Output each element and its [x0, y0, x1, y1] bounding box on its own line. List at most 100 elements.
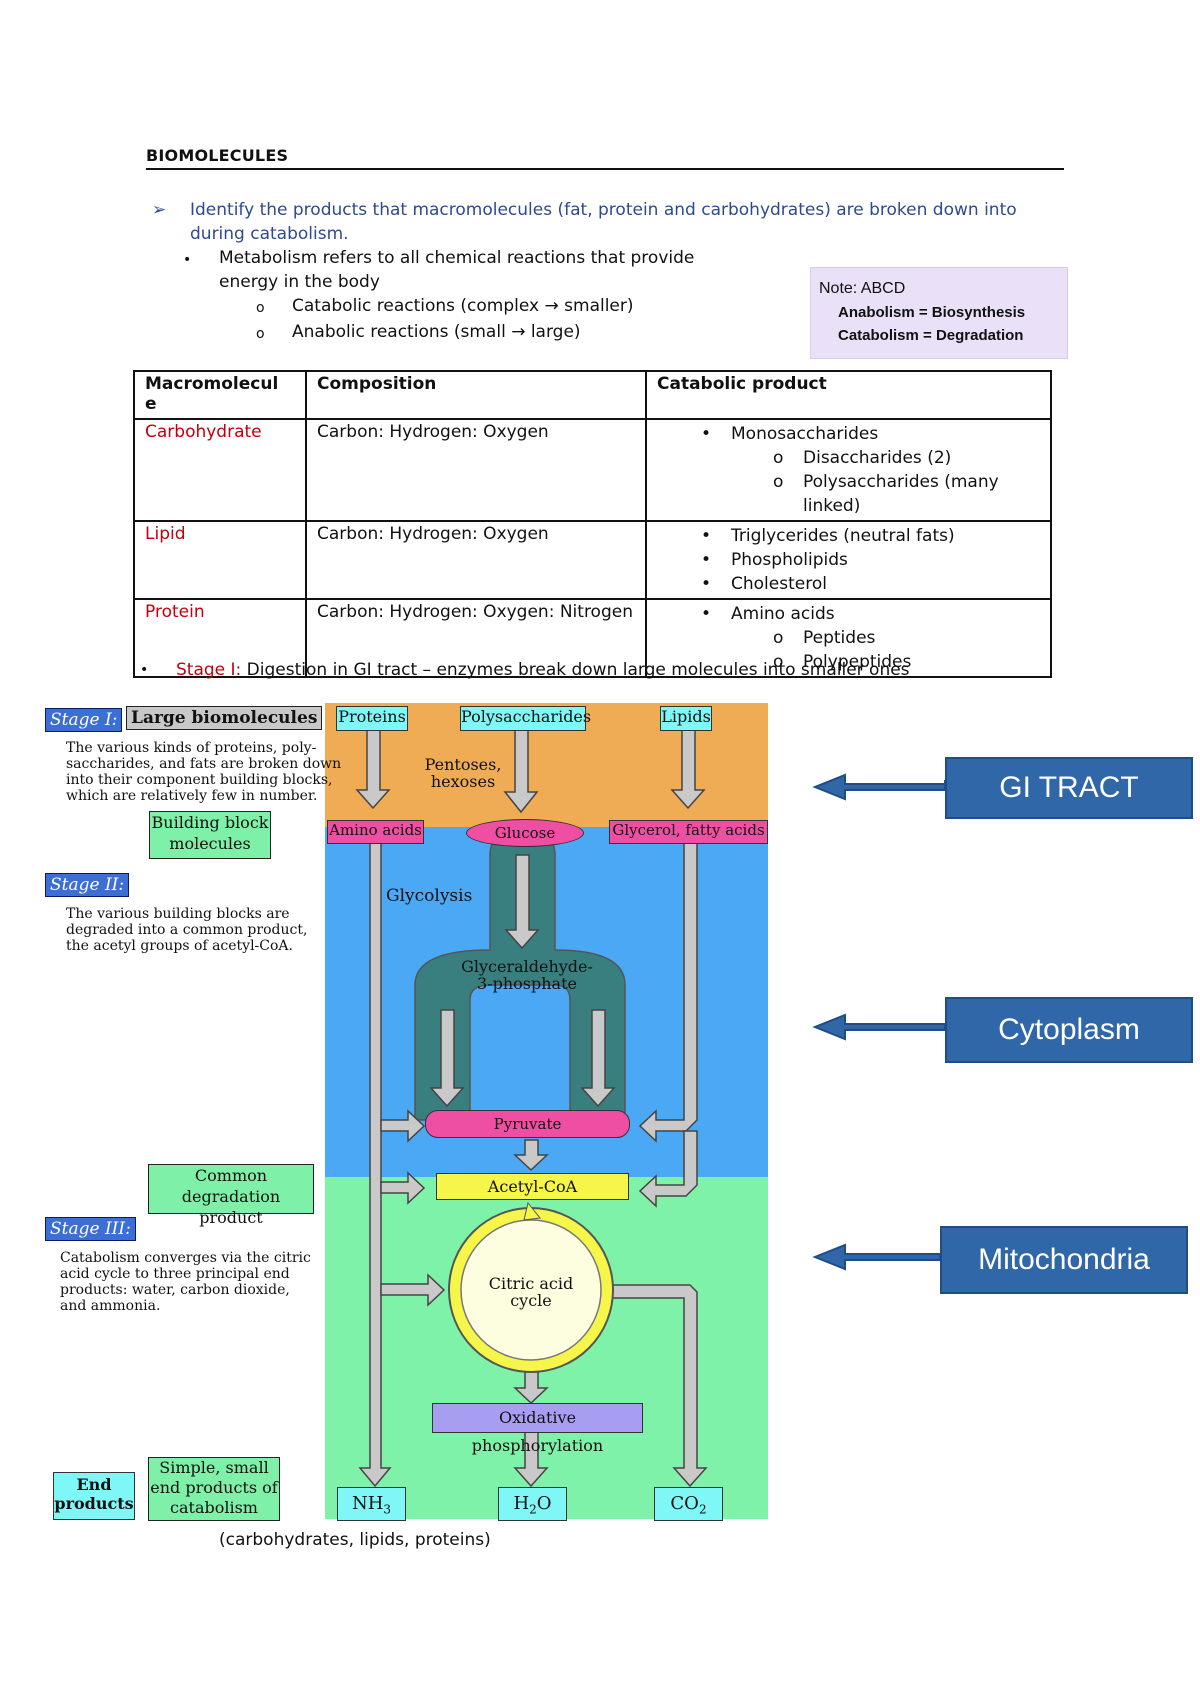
list-item: • Amino acids — [657, 602, 1040, 626]
label-line: Pentoses, — [424, 755, 502, 774]
desc-line: The various kinds of proteins, poly- — [66, 740, 317, 756]
stage-one-description: The various kinds of proteins, poly- sac… — [66, 740, 341, 804]
list-item: • Cholesterol — [657, 572, 1040, 596]
box-line: End — [76, 1475, 112, 1494]
bullet-icon: • — [183, 252, 192, 268]
desc-line: into their component building blocks, — [66, 772, 333, 788]
large-biomolecules-label: Large biomolecules — [126, 706, 323, 730]
table-row: Protein Carbon: Hydrogen: Oxygen: Nitrog… — [133, 598, 1052, 678]
row-name: Protein — [133, 598, 307, 678]
anabolic-item: o Anabolic reactions (small → large) — [256, 320, 581, 344]
product-text: Polysaccharides (many linked) — [803, 472, 999, 516]
product-text: Amino acids — [731, 604, 835, 624]
table-header-row: Macromolecul e Composition Catabolic pro… — [133, 370, 1052, 420]
citric-cycle-label: Citric acid cycle — [481, 1275, 581, 1309]
box-line: Building block — [151, 813, 269, 832]
glycolysis-label: Glycolysis — [386, 886, 473, 906]
common-degradation-box: Common degradation product — [148, 1164, 314, 1227]
product-text: Phospholipids — [731, 550, 848, 570]
stage-one-badge: Stage I: — [45, 708, 123, 732]
objective: ➢ Identify the products that macromolecu… — [152, 198, 1056, 246]
stage-two-description: The various building blocks are degraded… — [66, 906, 307, 954]
stage-three-description: Catabolism converges via the citric acid… — [60, 1250, 311, 1314]
amino-acids-box: Amino acids — [327, 820, 424, 844]
end-products-box: End products — [53, 1472, 135, 1520]
pentoses-label: Pentoses, hexoses — [418, 756, 508, 790]
list-item: • Triglycerides (neutral fats) — [657, 524, 1040, 548]
glucose-box: Glucose — [466, 819, 584, 847]
bullet-icon: • — [701, 604, 712, 624]
catabolic-text: Catabolic reactions (complex → smaller) — [292, 296, 634, 316]
product-text: Cholesterol — [731, 574, 827, 594]
circle-bullet-icon: o — [256, 300, 265, 316]
heading-rule — [146, 168, 1064, 170]
list-item: o Polysaccharides (many linked) — [657, 470, 1040, 518]
desc-line: The various building blocks are — [66, 906, 290, 922]
bullet-icon: • — [701, 526, 712, 546]
proteins-box: Proteins — [336, 706, 408, 731]
circle-bullet-icon: o — [773, 628, 784, 648]
header-macromolecule: Macromolecul e — [133, 370, 307, 420]
nh3-box: NH3 — [337, 1487, 406, 1521]
building-block-box: Building block molecules — [149, 811, 271, 859]
lipids-box: Lipids — [660, 706, 712, 731]
list-item: o Polypeptides — [657, 650, 1040, 674]
label-line: Glyceraldehyde- — [461, 957, 593, 976]
box-line: Common — [194, 1166, 268, 1185]
catabolic-item: o Catabolic reactions (complex → smaller… — [256, 294, 634, 318]
row-composition: Carbon: Hydrogen: Oxygen — [305, 418, 647, 522]
g3p-label: Glyceraldehyde- 3-phosphate — [452, 958, 602, 992]
list-item: o Disaccharides (2) — [657, 446, 1040, 470]
metabolism-item: • Metabolism refers to all chemical reac… — [183, 246, 779, 294]
metabolism-line2: energy in the body — [219, 272, 380, 292]
label-line: cycle — [510, 1291, 552, 1310]
bullet-icon: • — [140, 662, 149, 678]
list-item: • Phospholipids — [657, 548, 1040, 572]
table-row: Carbohydrate Carbon: Hydrogen: Oxygen •M… — [133, 418, 1052, 522]
page-heading: BIOMOLECULES — [146, 146, 289, 165]
glycerol-box: Glycerol, fatty acids — [609, 820, 768, 844]
circle-bullet-icon: o — [773, 652, 784, 672]
box-line: degradation product — [181, 1187, 281, 1227]
label-line: 3-phosphate — [477, 974, 577, 993]
stage-three-badge: Stage III: — [45, 1217, 136, 1241]
circle-bullet-icon: o — [773, 472, 784, 492]
product-text: Polypeptides — [803, 652, 912, 672]
product-text: Triglycerides (neutral fats) — [731, 526, 955, 546]
mitochondria-callout: Mitochondria — [940, 1226, 1188, 1294]
arrow-bullet-icon: ➢ — [152, 200, 167, 220]
macromolecule-table: Macromolecul e Composition Catabolic pro… — [133, 370, 1052, 678]
label-line: Citric acid — [488, 1274, 574, 1293]
product-list: • Triglycerides (neutral fats) • Phospholi… — [657, 524, 1040, 596]
row-composition: Carbon: Hydrogen: Oxygen: Nitrogen — [305, 598, 647, 678]
product-text: Disaccharides (2) — [803, 448, 952, 468]
list-item: •Monosaccharides — [657, 422, 1040, 446]
stage-one-label: Stage I: — [176, 660, 242, 680]
desc-line: Catabolism converges via the citric — [60, 1250, 311, 1266]
desc-line: and ammonia. — [60, 1298, 161, 1314]
header-composition: Composition — [305, 370, 647, 420]
gi-tract-callout: GI TRACT — [945, 757, 1193, 819]
desc-line: acid cycle to three principal end — [60, 1266, 290, 1282]
bullet-icon: • — [701, 574, 712, 594]
cytoplasm-callout: Cytoplasm — [945, 997, 1193, 1063]
box-line: Simple, small — [159, 1458, 269, 1477]
desc-line: degraded into a common product, — [66, 922, 308, 938]
box-line: molecules — [169, 834, 251, 853]
circle-bullet-icon: o — [773, 448, 784, 468]
polysaccharides-box: Polysaccharides — [460, 706, 591, 731]
anabolic-text: Anabolic reactions (small → large) — [292, 322, 581, 342]
product-text: Peptides — [803, 628, 876, 648]
note-title: Note: ABCD — [819, 280, 906, 297]
circle-bullet-icon: o — [256, 326, 265, 342]
desc-line: products: water, carbon dioxide, — [60, 1282, 290, 1298]
desc-line: the acetyl groups of acetyl-CoA. — [66, 938, 293, 954]
co2-box: CO2 — [654, 1487, 723, 1521]
metabolism-line1: Metabolism refers to all chemical reacti… — [219, 248, 695, 268]
label-line: hexoses — [430, 772, 496, 791]
bullet-icon: • — [701, 550, 712, 570]
